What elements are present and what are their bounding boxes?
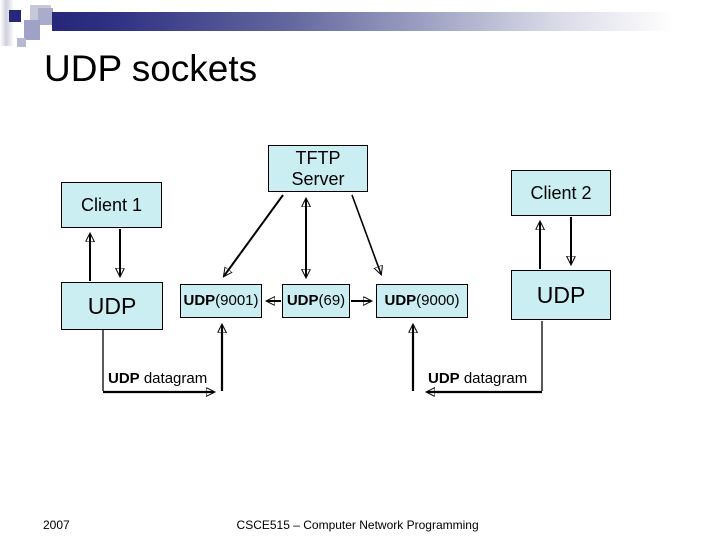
box-udp-9000: UDP(9000) <box>376 284 468 318</box>
box-label-bold: UDP <box>286 292 319 310</box>
box-udp-69: UDP(69) <box>282 284 350 318</box>
decor-square-dark <box>9 10 21 22</box>
box-label: Client 1 <box>80 194 143 215</box>
box-label-rest: (9000) <box>416 292 460 310</box>
header-gradient-bar <box>52 12 720 31</box>
box-label-bold: UDP <box>384 292 417 310</box>
decor-left-strip <box>0 0 14 46</box>
box-client1: Client 1 <box>61 182 162 228</box>
decor-square-lavender <box>24 20 40 40</box>
page-title: UDP sockets <box>44 48 258 89</box>
box-tftp-server: TFTP Server <box>268 145 368 192</box>
label-rest: datagram <box>459 370 528 387</box>
footer-course: CSCE515 – Computer Network Programming <box>236 518 479 532</box>
footer-year: 2007 <box>43 518 70 532</box>
box-label: UDP <box>87 292 137 319</box>
box-label-bold: UDP <box>183 292 216 310</box>
box-label: UDP <box>536 281 586 308</box>
box-udp-right: UDP <box>511 270 611 320</box>
box-udp-left: UDP <box>61 282 163 330</box>
box-client2: Client 2 <box>511 170 611 216</box>
box-label: Client 2 <box>530 182 592 203</box>
box-label-line2: Server <box>291 168 345 189</box>
label-bold: UDP <box>108 370 140 387</box>
box-udp-9001: UDP(9001) <box>180 284 262 318</box>
decor-square-mid <box>38 8 53 25</box>
label-rest: datagram <box>139 370 208 387</box>
label-udp-datagram-left: UDP datagram <box>108 370 207 387</box>
box-label-rest: (69) <box>318 292 346 310</box>
box-label-rest: (9001) <box>215 292 259 310</box>
label-udp-datagram-right: UDP datagram <box>428 370 527 387</box>
box-label-line1: TFTP <box>295 147 341 168</box>
decor-square-small <box>17 38 26 47</box>
label-bold: UDP <box>428 370 460 387</box>
